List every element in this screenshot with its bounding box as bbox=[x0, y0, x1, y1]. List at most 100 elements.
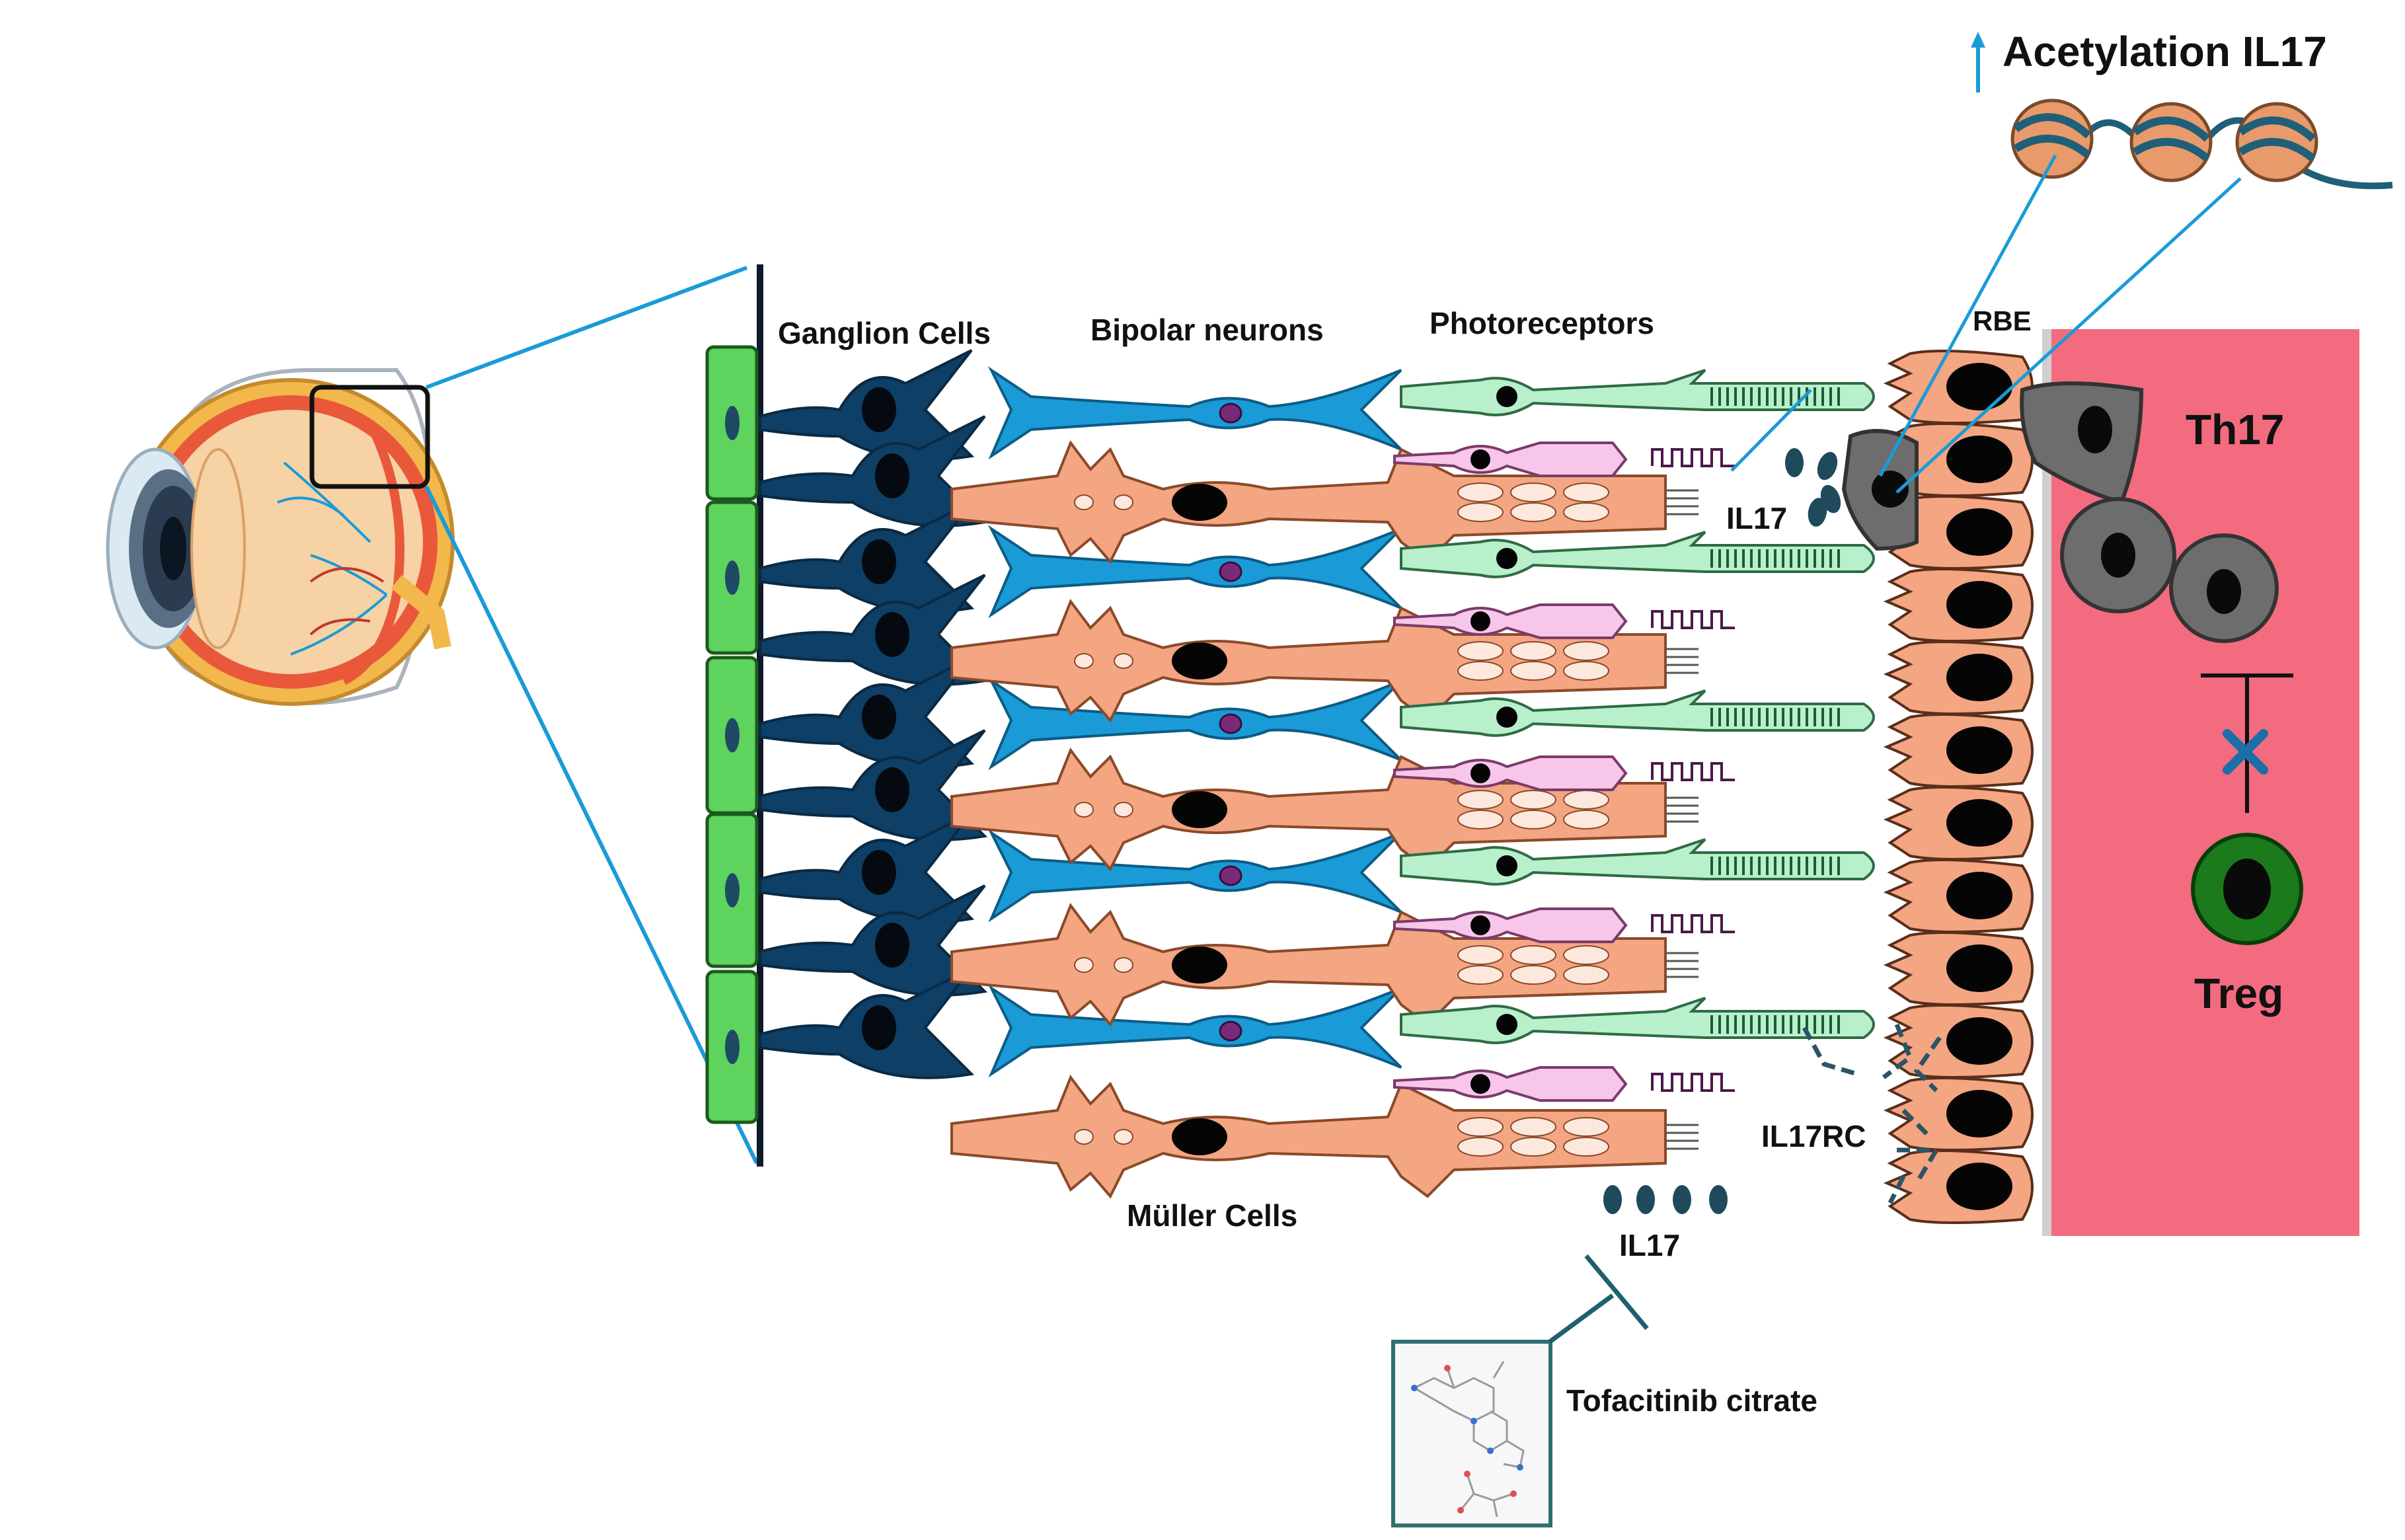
drug-structure bbox=[1391, 1340, 1552, 1527]
ganglion-cell bbox=[759, 884, 988, 997]
muller-nucleus bbox=[1172, 484, 1227, 521]
bipolar-nucleus bbox=[1219, 403, 1242, 424]
rbe-nucleus bbox=[1946, 1017, 2012, 1065]
up-arrow-icon bbox=[1971, 32, 1985, 93]
gray-cells bbox=[2060, 497, 2279, 643]
nucleosome-chain bbox=[2010, 98, 2393, 190]
rod-nucleus bbox=[1496, 707, 1517, 728]
rbe-nucleus bbox=[1946, 1163, 2012, 1210]
endfoot-nucleus bbox=[725, 718, 740, 753]
rod-nucleus bbox=[1496, 548, 1517, 569]
label-il17-top: IL17 bbox=[1726, 501, 1787, 535]
bipolar-neuron bbox=[987, 366, 1402, 460]
drug-inhibition-line bbox=[1548, 1254, 1649, 1344]
label-drug-name: Tofacitinib citrate bbox=[1566, 1383, 1817, 1418]
cone-photoreceptor bbox=[1393, 755, 1628, 791]
cone-outer-segment bbox=[1651, 610, 1735, 629]
cone-nucleus bbox=[1470, 915, 1490, 935]
cone-photoreceptor bbox=[1393, 442, 1628, 477]
muller-vesicle bbox=[1510, 965, 1556, 985]
muller-nucleus bbox=[1172, 642, 1227, 679]
cone-nucleus bbox=[1470, 449, 1490, 469]
muller-vesicle bbox=[1074, 957, 1094, 973]
il17rc-receptors bbox=[1802, 1023, 1942, 1204]
muller-vesicle bbox=[1457, 965, 1504, 985]
rod-photoreceptor bbox=[1400, 689, 1875, 737]
muller-cell bbox=[950, 747, 1667, 872]
muller-vesicle bbox=[1114, 957, 1133, 973]
muller-vesicle bbox=[1563, 502, 1609, 522]
cone-nucleus bbox=[1470, 611, 1490, 631]
zoom-lines bbox=[424, 266, 759, 1165]
muller-cell bbox=[950, 440, 1667, 564]
muller-vesicle bbox=[1114, 1129, 1133, 1145]
bipolar-nucleus bbox=[1219, 865, 1242, 886]
bipolar-neuron bbox=[987, 984, 1402, 1078]
muller-vesicle bbox=[1563, 790, 1609, 810]
muller-vesicle bbox=[1457, 482, 1504, 502]
pointer-lines bbox=[1730, 154, 2242, 494]
rod-photoreceptor bbox=[1400, 838, 1875, 886]
muller-vesicle bbox=[1510, 661, 1556, 681]
block-x-icon bbox=[2223, 729, 2268, 775]
ganglion-nucleus bbox=[875, 923, 909, 968]
il17-molecules-top bbox=[1785, 448, 1841, 527]
label-rbe: RBE bbox=[1973, 305, 2032, 336]
muller-vesicle bbox=[1457, 641, 1504, 661]
ganglion-nucleus bbox=[862, 1005, 896, 1050]
muller-vesicle bbox=[1563, 1137, 1609, 1157]
muller-nucleus bbox=[1172, 791, 1227, 828]
muller-vesicle bbox=[1510, 945, 1556, 965]
bipolar-neuron bbox=[987, 677, 1402, 771]
muller-endfeet bbox=[705, 345, 759, 1124]
bipolar-neuron-layer bbox=[987, 366, 1402, 1078]
photoreceptor-layer bbox=[1393, 369, 1875, 1102]
rbe-nucleus bbox=[1946, 581, 2012, 629]
muller-vesicle bbox=[1074, 1129, 1094, 1145]
bipolar-neuron bbox=[987, 829, 1402, 923]
rbe-nucleus bbox=[1946, 944, 2012, 992]
label-muller-cells: Müller Cells bbox=[1127, 1198, 1297, 1233]
muller-cell bbox=[950, 1074, 1667, 1199]
muller-vesicle bbox=[1457, 790, 1504, 810]
ganglion-nucleus bbox=[875, 453, 909, 498]
muller-vesicle bbox=[1563, 810, 1609, 829]
endfoot-nucleus bbox=[725, 406, 740, 440]
muller-nucleus bbox=[1172, 946, 1227, 983]
ganglion-nucleus bbox=[862, 539, 896, 584]
muller-vesicle bbox=[1510, 1117, 1556, 1137]
cone-outer-segment bbox=[1651, 762, 1735, 781]
rbe-nucleus bbox=[1946, 363, 2012, 410]
muller-vesicle bbox=[1457, 502, 1504, 522]
muller-vesicle bbox=[1114, 802, 1133, 818]
muller-vesicle bbox=[1457, 810, 1504, 829]
rod-photoreceptor bbox=[1400, 369, 1875, 416]
muller-vesicle bbox=[1563, 945, 1609, 965]
bipolar-nucleus bbox=[1219, 561, 1242, 582]
rod-nucleus bbox=[1496, 855, 1517, 876]
label-treg: Treg bbox=[2194, 970, 2283, 1017]
cone-nucleus bbox=[1470, 1074, 1490, 1094]
label-bipolar-neurons: Bipolar neurons bbox=[1090, 313, 1324, 347]
treg-cell bbox=[2191, 833, 2303, 945]
endfoot-nucleus bbox=[725, 873, 740, 907]
muller-vesicle bbox=[1457, 1137, 1504, 1157]
acetylation-label: Acetylation IL17 bbox=[2003, 28, 2327, 75]
muller-vesicle bbox=[1457, 1117, 1504, 1137]
ganglion-nucleus bbox=[862, 387, 896, 432]
rod-photoreceptor bbox=[1400, 997, 1875, 1044]
cone-outer-segment bbox=[1651, 1073, 1735, 1092]
rod-nucleus bbox=[1496, 1014, 1517, 1035]
rbe-nucleus bbox=[1946, 726, 2012, 774]
rod-photoreceptor bbox=[1400, 531, 1875, 578]
muller-vesicle bbox=[1457, 945, 1504, 965]
dna-wrap bbox=[2132, 116, 2211, 162]
rbe-nucleus bbox=[1946, 654, 2012, 701]
bipolar-nucleus bbox=[1219, 1020, 1242, 1042]
muller-cell-layer bbox=[950, 440, 1699, 1199]
rbe-nucleus bbox=[1946, 799, 2012, 847]
cone-photoreceptor bbox=[1393, 1066, 1628, 1102]
dna-wrap bbox=[2013, 113, 2092, 159]
muller-vesicle bbox=[1074, 802, 1094, 818]
